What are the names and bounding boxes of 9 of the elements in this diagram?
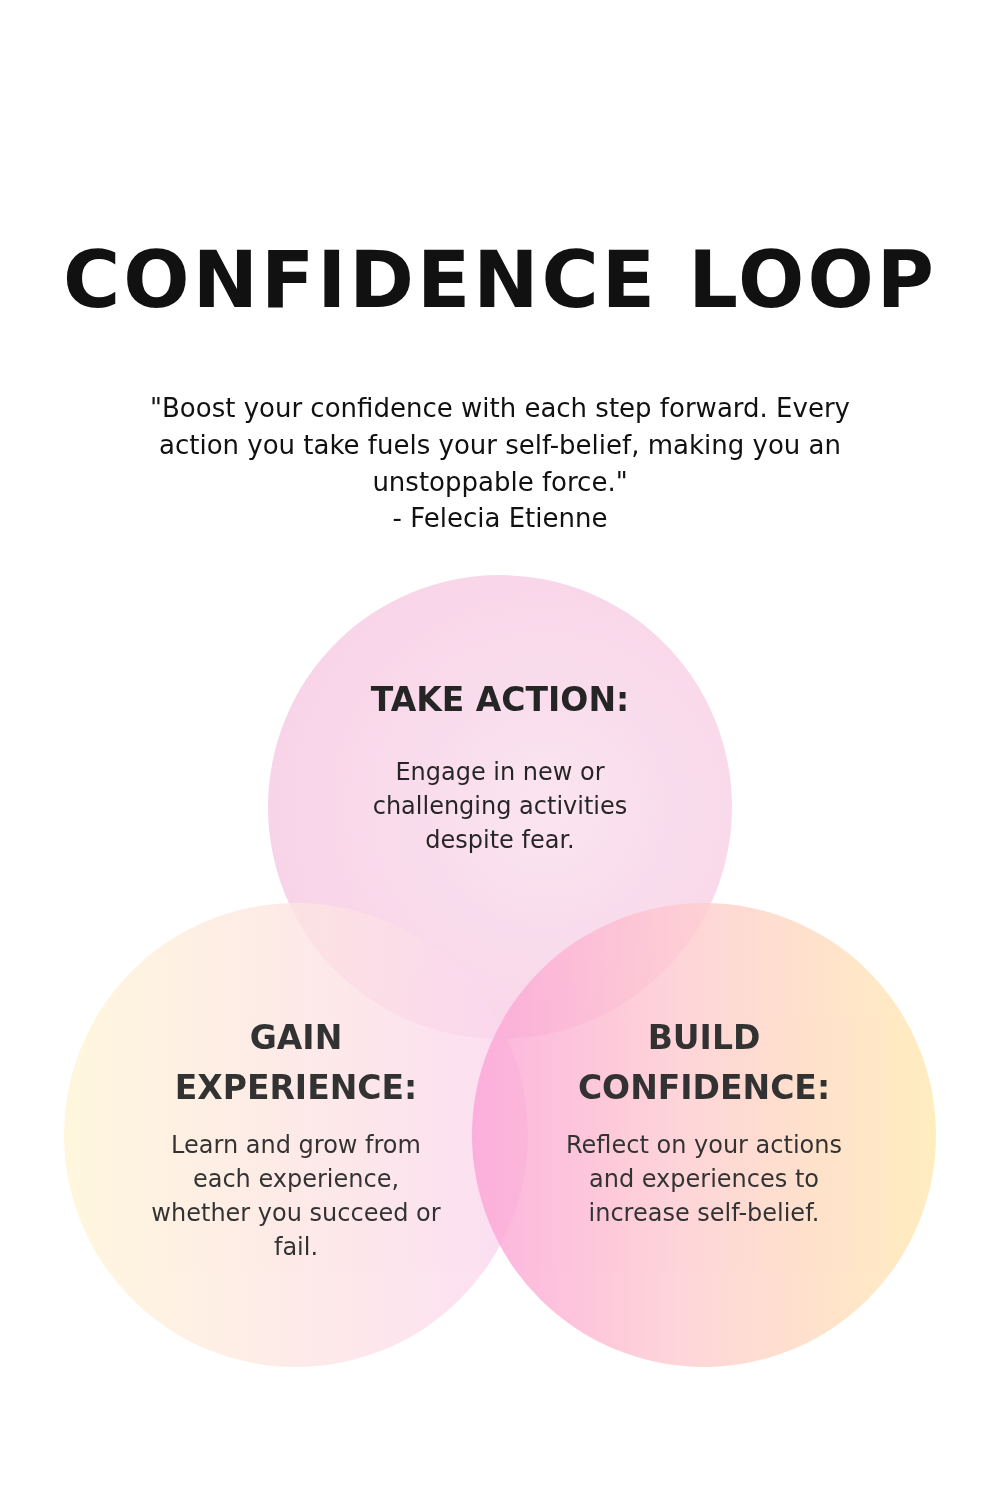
circle-description: Learn and grow from each experience, whether you succeed or fail. bbox=[150, 1130, 442, 1263]
quote-text: "Boost your confidence with each step forward. Every action you take fuels your self-belief, making you an unstoppable force." bbox=[149, 392, 851, 499]
circle-heading: TAKE ACTION: bbox=[369, 679, 631, 721]
circle-heading: BUILD CONFIDENCE: bbox=[576, 1017, 832, 1109]
title: CONFIDENCE LOOP bbox=[62, 235, 938, 325]
quote-attribution: - Felecia Etienne bbox=[391, 502, 609, 535]
circle-description: Reflect on your actions and experiences to increase self-belief. bbox=[565, 1130, 843, 1229]
circle-heading: GAIN EXPERIENCE: bbox=[173, 1017, 419, 1109]
circle-description: Engage in new or challenging activities despite fear. bbox=[371, 757, 629, 856]
